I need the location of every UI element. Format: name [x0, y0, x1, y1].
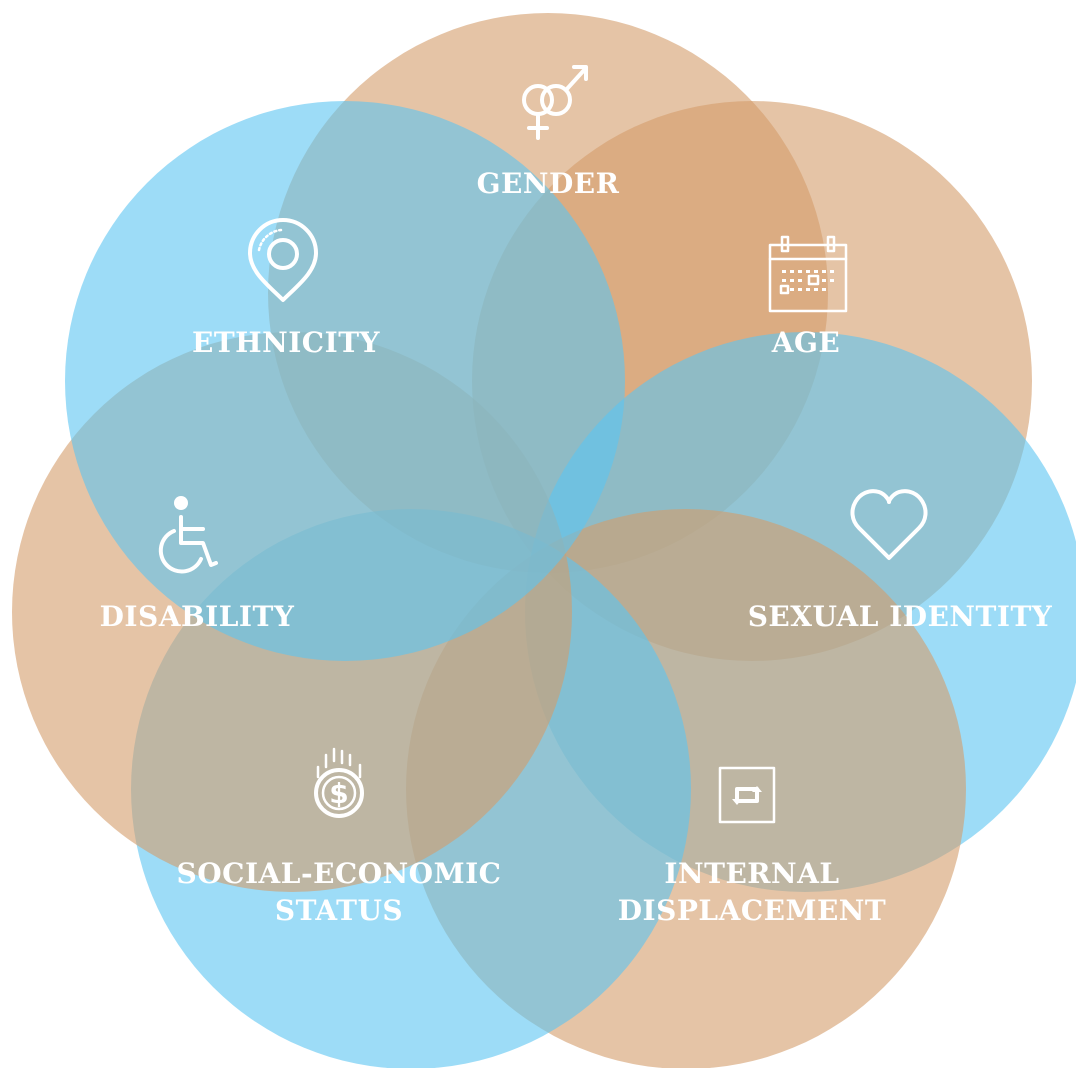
- circle-ethnicity: [65, 101, 625, 661]
- label-age: AGE: [771, 326, 840, 359]
- svg-text:$: $: [329, 777, 348, 810]
- dollar-coin-icon: $: [314, 747, 364, 818]
- location-pin-icon: [248, 218, 318, 302]
- wheelchair-icon: [158, 496, 218, 574]
- label-disability: DISABILITY: [100, 600, 295, 633]
- heart-icon: [850, 489, 928, 560]
- repeat-arrows-icon: [718, 766, 776, 824]
- label-ethnicity: ETHNICITY: [192, 326, 381, 359]
- calendar-icon: [768, 235, 848, 313]
- label-social-economic-2: STATUS: [275, 894, 403, 927]
- label-internal-displacement-1: INTERNAL: [664, 857, 839, 890]
- circle-group: [12, 13, 1076, 1068]
- gender-symbols-icon: [522, 65, 588, 140]
- label-social-economic-1: SOCIAL-ECONOMIC: [177, 857, 502, 890]
- label-gender: GENDER: [477, 167, 620, 200]
- label-internal-displacement-2: DISPLACEMENT: [618, 894, 886, 927]
- label-sexual-identity: SEXUAL IDENTITY: [748, 600, 1053, 633]
